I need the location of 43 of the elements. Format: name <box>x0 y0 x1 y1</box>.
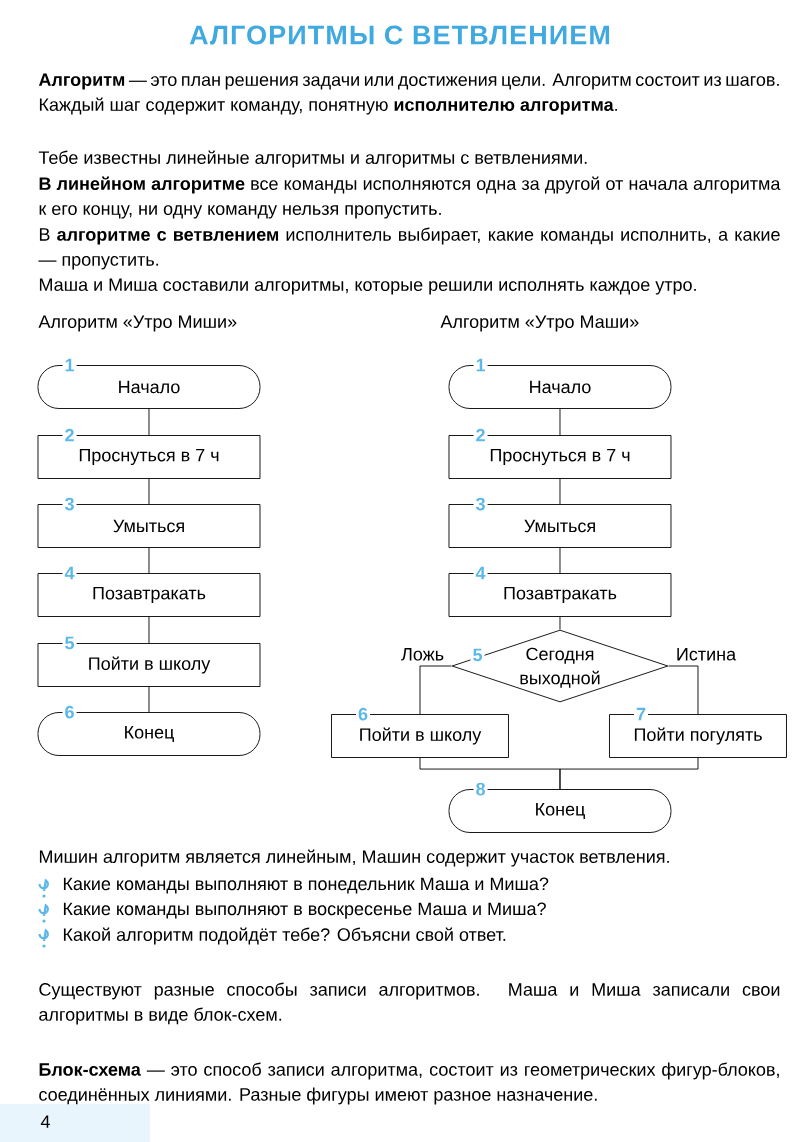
text-paragraph: Маша и Миша составили алгоритмы, которые решили исполнять каждое утро. <box>39 278 696 295</box>
connector-line <box>559 547 561 574</box>
text-paragraph: Существуют разные способы записи алгоритмов. Маша и Миша записали свои алгоритмы в виде блок-схем. <box>39 982 780 1025</box>
step-number: 6 <box>356 705 371 723</box>
edge-label: Ложь <box>400 647 446 662</box>
question-text: Какой алгоритм подойдёт тебе? Объясни свой ответ. <box>63 927 506 945</box>
title: АЛГОРИТМЫ С ВЕТВЛЕНИЕМ <box>189 25 610 45</box>
text-paragraph: Мишин алгоритм является линейным, Машин содержит участок ветвления. <box>39 849 669 867</box>
connector-line <box>148 686 150 713</box>
text-paragraph: Алгоритм — это план решения задачи или достижения цели. Алгоритм состоит из шагов. Каждый шаг содержит команду, понятную исполнителю алгоритма. <box>38 73 779 115</box>
step-number: 6 <box>62 703 77 721</box>
step-number: 7 <box>634 705 649 723</box>
step-number: 5 <box>62 634 77 652</box>
question-text: Какие команды выполняют в понедельник Маша и Миша? <box>63 877 549 894</box>
connector-line <box>559 478 561 505</box>
connector-line <box>419 665 452 715</box>
step-number: 5 <box>470 646 485 664</box>
step-number: 4 <box>62 564 77 582</box>
question-text: Какие команды выполняют в воскресенье Маша и Миша? <box>63 902 546 919</box>
connector-line <box>559 616 561 630</box>
step-number: 1 <box>473 356 488 374</box>
step-number: 4 <box>473 564 488 582</box>
step-number: 2 <box>62 426 77 444</box>
connector-line <box>668 665 699 715</box>
chart-heading: Алгоритм «Утро Маши» <box>440 315 639 332</box>
connector-line <box>559 757 699 790</box>
connector-line <box>148 478 150 505</box>
step-number: 3 <box>473 495 488 513</box>
connector-line <box>148 616 150 644</box>
text-paragraph: Блок-схема — это способ записи алгоритма, состоит из геометрических фигур-блоков, соединённых линиями. Разные фигуры имеют разное назначение. <box>39 1062 779 1105</box>
connector-line <box>148 547 150 574</box>
connector-line <box>559 408 561 436</box>
step-number: 2 <box>473 426 488 444</box>
page-number: 4 <box>40 1115 50 1128</box>
connector-line <box>148 408 150 436</box>
text-paragraph: Тебе известны линейные алгоритмы и алгоритмы с ветвлениями. <box>38 150 587 168</box>
step-number: 8 <box>473 780 488 798</box>
chart-heading: Алгоритм «Утро Миши» <box>38 315 237 332</box>
step-number: 1 <box>62 356 77 374</box>
text-paragraph: В алгоритме с ветвлением исполнитель выбирает, какие команды исполнить, а какие — пропустить. <box>38 227 780 270</box>
step-number: 3 <box>62 495 77 513</box>
text-paragraph: В линейном алгоритме все команды исполняются одна за другой от начала алгоритма к его концу, ни одну команду нельзя пропустить. <box>39 176 781 219</box>
edge-label: Истина <box>674 647 738 662</box>
